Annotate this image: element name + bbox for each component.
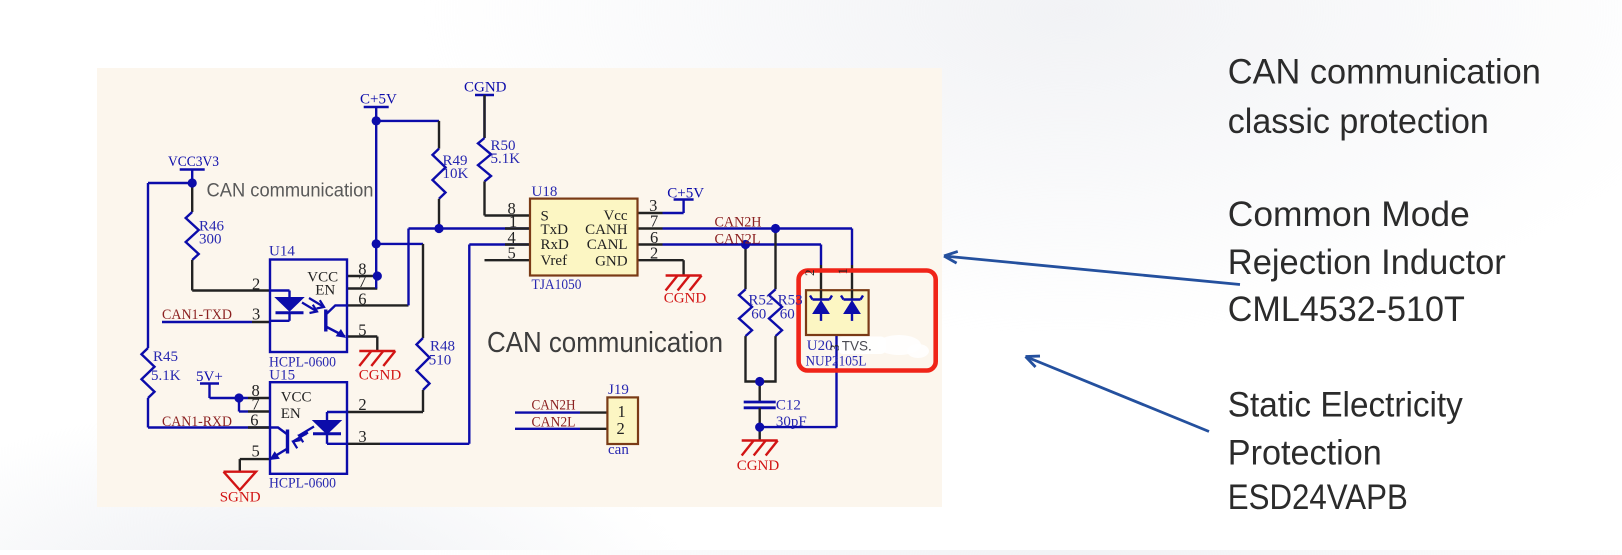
svg-text:VCC: VCC xyxy=(281,390,312,406)
svg-text:6: 6 xyxy=(250,411,258,430)
svg-text:60: 60 xyxy=(780,307,795,323)
svg-text:5.1K: 5.1K xyxy=(151,368,181,384)
svg-text:J19: J19 xyxy=(608,382,629,398)
svg-text:VCC3V3: VCC3V3 xyxy=(168,154,219,170)
svg-text:classic protection: classic protection xyxy=(1228,102,1489,141)
svg-text:CAN2H: CAN2H xyxy=(715,214,762,230)
svg-text:ESD24VAPB: ESD24VAPB xyxy=(1228,478,1408,517)
svg-text:2: 2 xyxy=(358,395,366,414)
svg-text:HCPL-0600: HCPL-0600 xyxy=(269,355,336,371)
svg-text:30pF: 30pF xyxy=(776,414,807,430)
svg-text:CAN communication: CAN communication xyxy=(207,180,374,201)
svg-text:NUP2105L: NUP2105L xyxy=(806,354,867,370)
svg-text:U18: U18 xyxy=(532,184,558,200)
svg-text:CAN1-RXD: CAN1-RXD xyxy=(162,414,232,430)
svg-text:GND: GND xyxy=(595,254,628,270)
svg-text:CGND: CGND xyxy=(359,367,402,383)
svg-text:3: 3 xyxy=(827,345,842,352)
svg-text:1: 1 xyxy=(835,268,850,275)
svg-text:C+5V: C+5V xyxy=(360,92,397,108)
svg-text:CAN communication: CAN communication xyxy=(487,327,723,359)
svg-text:SGND: SGND xyxy=(220,490,261,506)
svg-text:TxD: TxD xyxy=(541,222,569,238)
svg-text:RxD: RxD xyxy=(541,237,570,253)
svg-text:5.1K: 5.1K xyxy=(491,151,521,167)
svg-text:510: 510 xyxy=(429,353,452,369)
svg-text:R45: R45 xyxy=(153,349,178,365)
svg-text:2: 2 xyxy=(802,270,817,277)
svg-text:5: 5 xyxy=(358,321,366,340)
svg-text:EN: EN xyxy=(281,406,301,422)
svg-text:EN: EN xyxy=(315,283,335,299)
svg-text:3: 3 xyxy=(358,427,366,446)
svg-text:Vref: Vref xyxy=(541,253,568,269)
svg-text:5: 5 xyxy=(508,244,516,263)
svg-text:C+5V: C+5V xyxy=(667,186,704,202)
svg-text:HCPL-0600: HCPL-0600 xyxy=(269,476,336,492)
svg-text:2: 2 xyxy=(617,419,625,438)
svg-text:CML4532-510T: CML4532-510T xyxy=(1228,290,1465,329)
svg-text:CGND: CGND xyxy=(737,458,780,474)
svg-text:CAN2L: CAN2L xyxy=(532,414,576,430)
svg-text:Common Mode: Common Mode xyxy=(1228,195,1470,234)
svg-text:CAN1-TXD: CAN1-TXD xyxy=(162,307,232,323)
svg-text:CGND: CGND xyxy=(664,291,707,307)
svg-text:CAN2L: CAN2L xyxy=(715,231,761,247)
svg-text:CAN communication: CAN communication xyxy=(1228,52,1541,91)
svg-text:2: 2 xyxy=(650,244,658,263)
svg-text:U14: U14 xyxy=(269,244,295,260)
svg-text:Protection: Protection xyxy=(1228,433,1382,472)
svg-text:7: 7 xyxy=(358,272,366,291)
svg-text:CAN2H: CAN2H xyxy=(532,398,576,414)
svg-text:CANL: CANL xyxy=(587,237,628,253)
svg-text:10K: 10K xyxy=(443,166,469,182)
svg-text:CANH: CANH xyxy=(585,222,628,238)
svg-text:6: 6 xyxy=(358,290,366,309)
svg-text:can: can xyxy=(608,442,629,458)
svg-text:5: 5 xyxy=(252,442,260,461)
svg-text:3: 3 xyxy=(252,305,260,324)
svg-text:60: 60 xyxy=(751,307,766,323)
svg-text:2: 2 xyxy=(252,275,260,294)
svg-text:300: 300 xyxy=(199,232,222,248)
svg-text:Static Electricity: Static Electricity xyxy=(1228,386,1463,425)
svg-text:TVS.: TVS. xyxy=(842,338,872,353)
svg-text:5V+: 5V+ xyxy=(196,369,223,385)
svg-text:Rejection Inductor: Rejection Inductor xyxy=(1228,243,1506,282)
svg-text:CGND: CGND xyxy=(464,80,507,96)
svg-text:TJA1050: TJA1050 xyxy=(532,277,582,293)
svg-text:C12: C12 xyxy=(776,398,801,414)
